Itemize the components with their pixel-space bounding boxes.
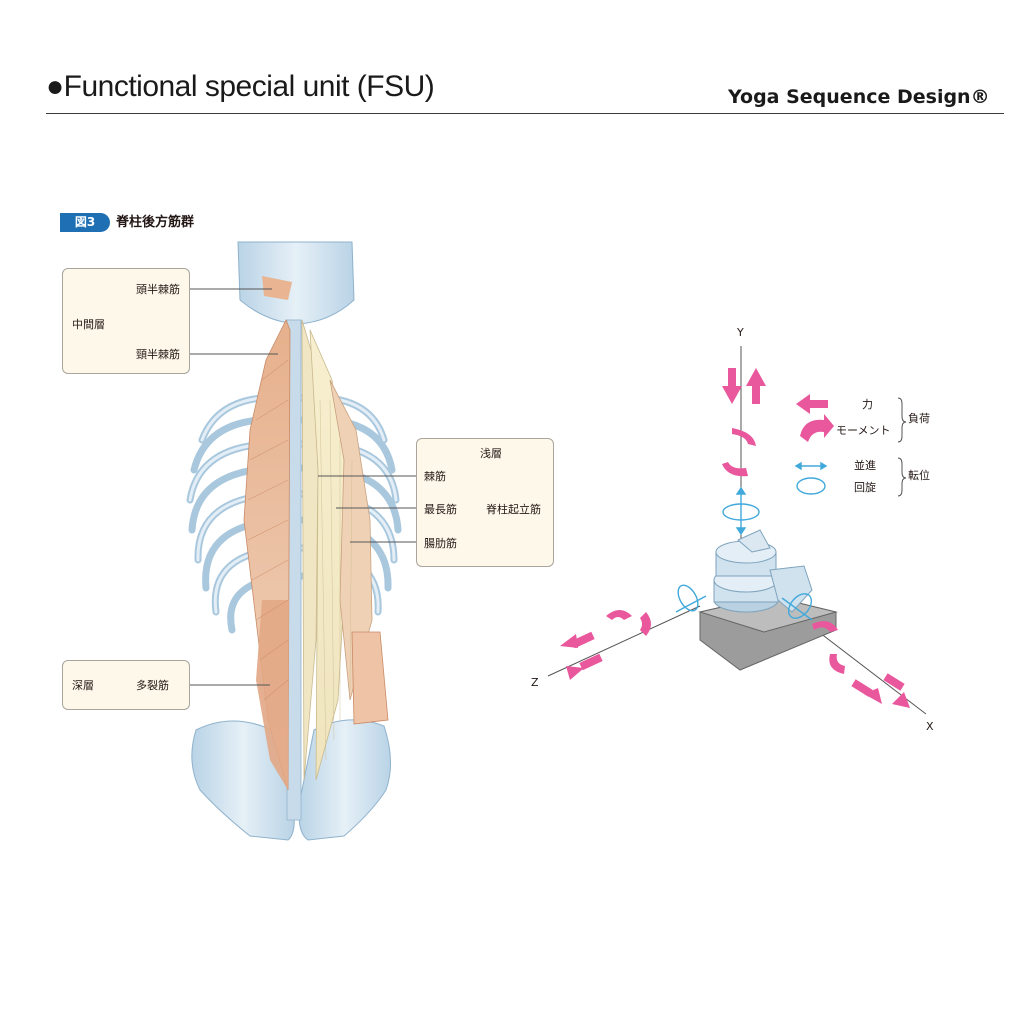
page-title: ●Functional special unit (FSU) [46,70,435,103]
legend-force: 力 [862,398,873,411]
vertebra-stack [713,529,813,613]
label-semispinalis-capitis: 頭半棘筋 [136,283,180,296]
figure-title: 脊柱後方筋群 [116,215,195,230]
moment-icon [800,414,834,442]
axis-x-label: X [926,720,934,733]
axis-z-label: Z [531,676,539,689]
label-middle-layer: 中間層 [72,318,105,331]
middle-layer-box [62,268,190,374]
label-erector-spinae: 脊柱起立筋 [486,503,541,516]
label-longissimus: 最長筋 [424,503,457,516]
label-spinalis: 棘筋 [424,470,446,483]
superficial-layer-box [416,438,554,567]
legend-load: 負荷 [908,412,930,425]
legend-translation: 並進 [854,459,876,472]
force-icon [796,394,828,414]
axis-y-label: Y [737,326,744,339]
label-multifidus: 多裂筋 [136,679,169,692]
capitis-muscle [262,276,292,300]
legend-moment: モーメント [836,424,891,437]
legend-displacement: 転位 [908,469,930,482]
rotation-icon [796,477,826,495]
brand-name: Yoga Sequence Design® [728,86,990,108]
multifidus-muscle [256,600,289,790]
legend-rotation: 回旋 [854,481,876,494]
deep-layer-box [62,660,190,710]
label-superficial-layer: 浅層 [480,447,502,460]
label-semispinalis-cervicis: 頸半棘筋 [136,348,180,361]
skull [237,241,355,325]
figure-badge: 図3 [60,213,110,232]
axis-z-line [547,605,701,677]
label-deep-layer: 深層 [72,679,94,692]
header-divider [46,113,1004,114]
label-iliocostalis: 腸肋筋 [424,537,457,550]
